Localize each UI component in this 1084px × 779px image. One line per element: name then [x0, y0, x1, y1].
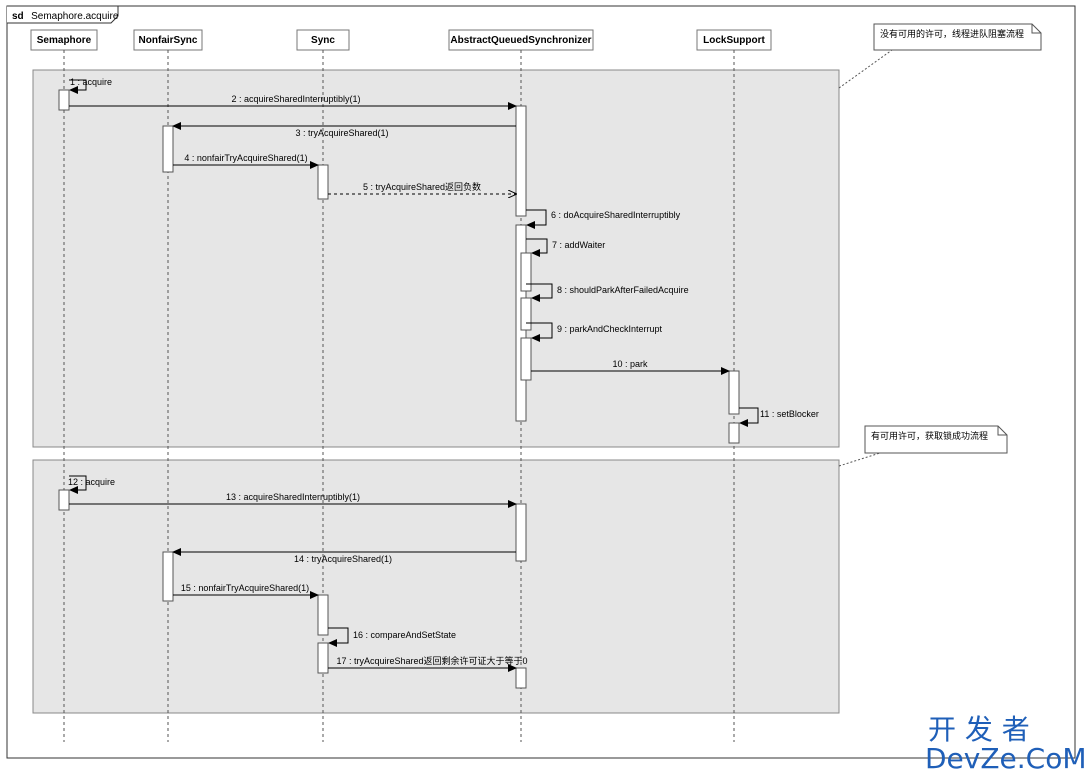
message-label-8: 8 : shouldParkAfterFailedAcquire: [557, 285, 689, 295]
watermark-logo: 开 发 者 DevZe.CoM: [925, 713, 1084, 775]
lifeline-label: Semaphore: [37, 35, 92, 46]
message-label-7: 7 : addWaiter: [552, 240, 605, 250]
activation-bar: [162, 551, 174, 602]
frame-label-box: [7, 5, 119, 24]
note-text: 有可用许可，获取锁成功流程: [871, 430, 988, 441]
message-label-2: 2 : acquireSharedInterruptibly(1): [231, 94, 360, 104]
activation-bar: [317, 594, 329, 636]
lifeline-header-nonfairsync: NonfairSync: [133, 29, 203, 51]
activation-bar: [58, 89, 70, 111]
lifeline-header-semaphore: Semaphore: [30, 29, 98, 51]
fragment-blocking: [32, 69, 840, 448]
activation-bar: [515, 667, 527, 689]
fragment-success: [32, 459, 840, 714]
message-arrow-12: [69, 475, 87, 494]
message-label-12: 12 : acquire: [68, 477, 115, 487]
message-arrow-1: [69, 79, 87, 94]
frame-title: sd Semaphore.acquire: [12, 6, 119, 23]
note-text: 没有可用的许可，线程进队阻塞流程: [880, 28, 1024, 39]
lifeline-label: LockSupport: [703, 35, 765, 46]
watermark-en: DevZe.CoM: [925, 742, 1084, 775]
message-label-11: 11 : setBlocker: [760, 409, 819, 419]
activation-bar: [520, 297, 532, 331]
message-label-9: 9 : parkAndCheckInterrupt: [557, 324, 663, 334]
activation-bar: [520, 252, 532, 292]
note-blocking: 没有可用的许可，线程进队阻塞流程: [838, 23, 1042, 89]
watermark-cn: 开 发 者: [928, 713, 1030, 746]
activation-bar: [728, 370, 740, 415]
message-arrow-7: [526, 238, 548, 257]
message-label-4: 4 : nonfairTryAcquireShared(1): [184, 153, 307, 163]
activation-bar: [520, 337, 532, 381]
message-arrow-16: [328, 627, 349, 647]
message-label-16: 16 : compareAndSetState: [353, 630, 456, 640]
message-label-17: 17 : tryAcquireShared返回剩余许可证大于等于0: [336, 655, 527, 666]
lifeline-header-sync: Sync: [296, 29, 350, 51]
activation-bar: [162, 125, 174, 173]
lifeline-label: NonfairSync: [139, 35, 198, 46]
message-label-1: 1 : acquire: [70, 77, 112, 87]
message-label-6: 6 : doAcquireSharedInterruptibly: [551, 210, 681, 220]
activation-bar: [58, 489, 70, 511]
activation-bar: [317, 164, 329, 200]
message-arrow-6: [526, 209, 547, 229]
message-label-13: 13 : acquireSharedInterruptibly(1): [226, 492, 360, 502]
message-arrow-11: [739, 407, 759, 427]
message-arrow-9: [526, 322, 553, 342]
message-label-3: 3 : tryAcquireShared(1): [295, 128, 388, 138]
lifeline-label: Sync: [311, 35, 335, 46]
activation-bar: [515, 105, 527, 217]
message-label-14: 14 : tryAcquireShared(1): [294, 554, 392, 564]
note-success: 有可用许可，获取锁成功流程: [838, 425, 1008, 467]
activation-bar: [515, 503, 527, 562]
activation-bar: [317, 642, 329, 674]
message-label-10: 10 : park: [612, 359, 648, 369]
message-label-5: 5 : tryAcquireShared返回负数: [363, 181, 481, 192]
message-arrow-8: [526, 283, 553, 302]
message-label-15: 15 : nonfairTryAcquireShared(1): [181, 583, 309, 593]
lifeline-label: AbstractQueuedSynchronizer: [450, 35, 591, 46]
lifeline-header-locksupport: LockSupport: [696, 29, 772, 51]
lifeline-header-aqs: AbstractQueuedSynchronizer: [448, 29, 594, 51]
activation-bar: [728, 422, 740, 444]
